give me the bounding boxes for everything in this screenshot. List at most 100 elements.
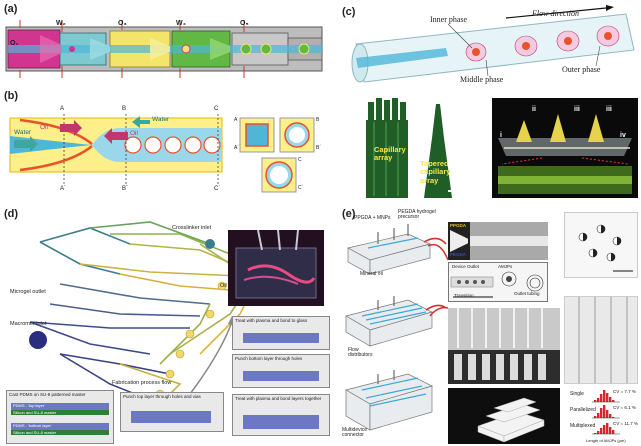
hist-bar <box>606 393 609 402</box>
taper-3 <box>150 38 170 60</box>
hist-cv-multiplexed: CV = 11.7 % <box>613 421 639 426</box>
outlet-inset <box>448 262 548 302</box>
ppgda-label: PPGDA <box>450 223 467 228</box>
label-oil-mid: Oil <box>130 130 138 137</box>
histogram: Single Parallelized Multiplexed CV = 7.7… <box>564 388 639 446</box>
panel-a: (a) O₁ W₂ O₃ W₄ O₅ <box>0 0 330 88</box>
panel-e: (e) PPGDA + MNPs PEGDA hydrogel precurso… <box>338 204 641 446</box>
pegda-precursor-label: PEGDA hydrogel precursor <box>398 209 436 221</box>
step-punch-bottom: Punch bottom layer through holes <box>232 354 330 388</box>
capillary-diagram <box>351 5 635 83</box>
hist-row-multiplexed: Multiplexed <box>570 423 596 429</box>
panel-d: (d) Crosslinke <box>0 204 336 446</box>
marker-w4: W₄ <box>176 20 186 27</box>
macromer-inlet-label: Macromer inlet <box>10 321 47 327</box>
marker-o5: O₅ <box>240 20 249 27</box>
droplet <box>144 136 162 154</box>
marker-o1: O₁ <box>10 40 19 47</box>
droplet <box>69 46 75 52</box>
device-schematics <box>345 224 447 431</box>
outlet-tubing-label: Outlet tubing <box>514 291 540 296</box>
middle-phase-label: Middle phase <box>460 75 504 84</box>
transition-label: Transition <box>454 293 474 298</box>
tapered-capillary-label: Tapered capillary array <box>420 159 451 185</box>
step-punch-top-text: Punch top layer through holes and vias <box>123 394 201 399</box>
device-outlet-label: Device Outlet <box>452 264 480 269</box>
hist-bar <box>603 390 606 402</box>
panel-c-label: (c) <box>342 6 356 18</box>
droplet <box>164 136 182 154</box>
flow-distributors-label: Flow distributors <box>348 347 373 359</box>
roman-iv: iv <box>620 132 626 139</box>
taper-2 <box>90 38 110 60</box>
hist-bar <box>609 397 612 402</box>
panel-a-label: (a) <box>4 3 18 15</box>
hist-bar <box>612 430 615 434</box>
section-c: C <box>214 106 219 112</box>
capillary-array-photo: Capillary array Tapered capillary array <box>358 98 476 198</box>
inset-a2-label: A´ <box>234 145 239 151</box>
hist-bar <box>612 417 615 418</box>
legend-top-master: Silicon and SU-8 master <box>13 409 57 415</box>
panel-d-label: (d) <box>4 208 19 220</box>
marker-o3: O₃ <box>118 20 127 27</box>
channel-lines-micrograph <box>564 296 638 384</box>
roman-iii-a: iii <box>574 106 580 113</box>
hist-bar <box>600 394 603 402</box>
section-b: B <box>122 106 127 112</box>
droplet <box>203 136 221 154</box>
multidevice-photo <box>448 388 560 444</box>
device-glow-photo <box>228 230 324 306</box>
hist-row-single: Single <box>570 391 584 397</box>
taper-4 <box>210 38 230 60</box>
label-water-left: Water <box>14 129 32 136</box>
panel-c: (c) Flow direction Inner phase Middle ph… <box>336 0 641 200</box>
macromer-inlet-node <box>29 331 47 349</box>
section-c-prime: C´ <box>214 186 221 192</box>
droplet <box>240 43 252 55</box>
section-a-prime: A´ <box>60 186 66 192</box>
device-photo: i ii iii iii iv <box>492 98 638 198</box>
droplet <box>260 43 272 55</box>
step-bond-glass-text: Treat with plasma and bond to glass <box>235 318 308 323</box>
capillary-array-label: Capillary array <box>374 145 406 163</box>
droplet <box>181 44 191 54</box>
oil-bottom-stream <box>19 145 93 172</box>
hist-cv-single: CV = 7.7 % <box>613 389 636 394</box>
droplet <box>124 136 142 154</box>
hist-bar <box>594 416 597 418</box>
step-cast-pdms-text: Cast PDMS on SU-8 patterned master <box>9 392 86 397</box>
process-arrow <box>189 321 233 395</box>
hist-bar <box>603 425 606 434</box>
multidevice-connector-label: Multidevice connector <box>342 427 368 439</box>
inner-phase-label: Inner phase <box>430 15 468 24</box>
microgel-outlet-label: Microgel outlet <box>10 289 46 295</box>
droplet <box>298 43 310 55</box>
particles-micrograph <box>564 212 638 278</box>
amjps-label: AMJPs <box>498 264 513 269</box>
hist-cv-parallel: CV = 6.1 % <box>613 405 636 410</box>
fabrication-flow-label: Fabrication process flow <box>112 380 172 386</box>
parallel-micrograph <box>448 308 560 384</box>
step-bond-layers-text: Treat with plasma and bond layers togeth… <box>235 396 322 401</box>
legend-top-pdms: PDMS - 'top layer' <box>13 403 45 408</box>
outer-phase-label: Outer phase <box>562 65 601 74</box>
step-cast-pdms: Cast PDMS on SU-8 patterned master PDMS … <box>6 390 114 444</box>
arrow-oil-mid <box>104 128 128 144</box>
inset-b2-label: B´ <box>316 145 321 151</box>
hist-bar <box>606 410 609 418</box>
step-punch-top: Punch top layer through holes and vias <box>120 392 224 432</box>
arrow-water-top <box>132 116 150 128</box>
hist-bar <box>609 427 612 434</box>
roman-i: i <box>500 132 502 139</box>
junction-micrograph <box>448 222 548 260</box>
hist-bar <box>600 408 603 418</box>
roman-iii-b: iii <box>606 106 612 113</box>
hist-bar <box>603 405 606 418</box>
hist-bar <box>597 398 600 402</box>
hist-bar <box>597 431 600 434</box>
label-water-top: Water <box>152 116 170 123</box>
arrow-water-left <box>14 136 38 152</box>
hist-bar <box>600 428 603 434</box>
label-oil-top: Oil <box>40 124 48 131</box>
